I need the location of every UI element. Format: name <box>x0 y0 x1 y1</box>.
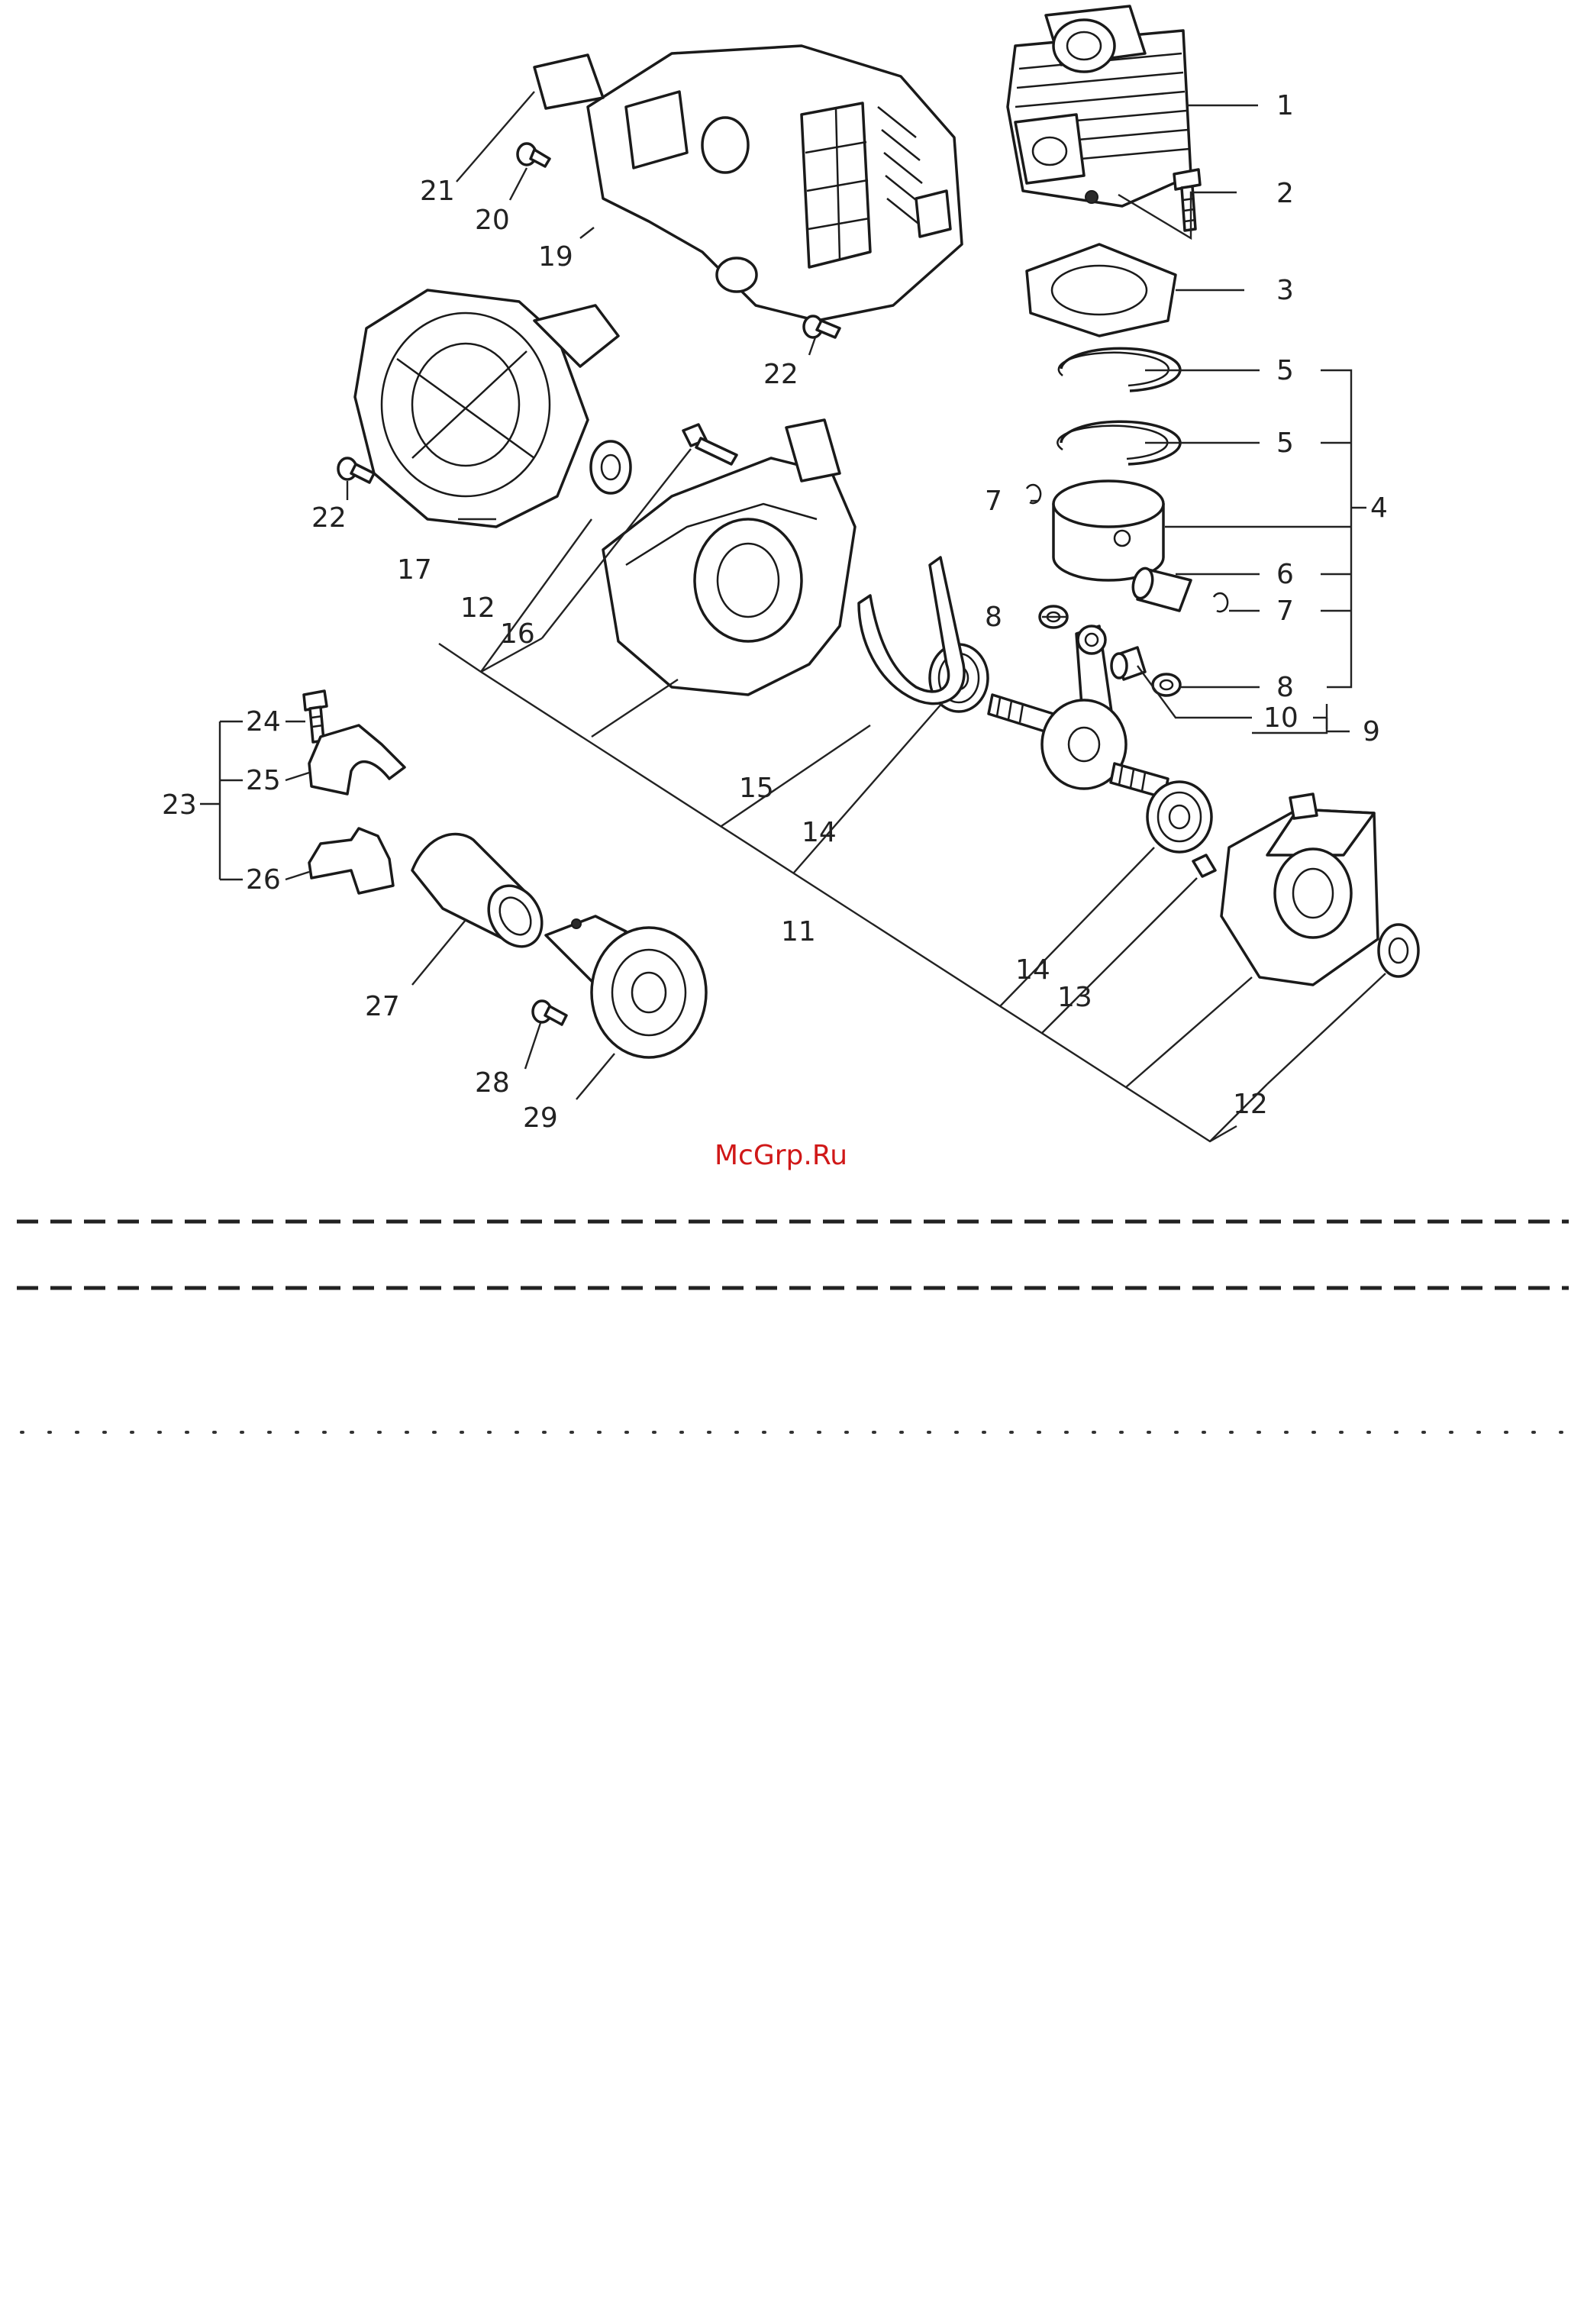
oil-seal-part <box>1379 925 1418 976</box>
callout-12-left: 12 <box>460 592 495 624</box>
dowel-pin-part <box>1193 855 1215 876</box>
crankcase-right-part <box>1221 794 1378 985</box>
callout-27: 27 <box>365 991 400 1022</box>
callout-8-left: 8 <box>985 602 1002 633</box>
callout-14-lower: 14 <box>1015 954 1050 986</box>
cylinder-gasket-part <box>1027 244 1176 336</box>
callout-23: 23 <box>162 789 197 821</box>
callout-6: 6 <box>1276 559 1294 590</box>
piston-rings-part <box>1057 348 1180 464</box>
piston-part <box>1053 481 1163 580</box>
callout-22-upper: 22 <box>763 359 798 390</box>
callout-5-lower: 5 <box>1276 428 1294 459</box>
crankcase-gasket-part <box>859 557 964 704</box>
main-bearing-part <box>1147 782 1211 852</box>
callout-16: 16 <box>500 618 535 650</box>
callout-13: 13 <box>1057 982 1092 1013</box>
engine-cover-part <box>588 46 962 321</box>
callout-8-right: 8 <box>1276 672 1294 703</box>
piston-pin-part <box>1130 566 1191 611</box>
oil-seal-part <box>591 441 631 493</box>
clamp-upper-part <box>309 725 405 794</box>
clutch-housing-part <box>546 916 706 1057</box>
callout-20: 20 <box>475 205 510 236</box>
fan-housing-part <box>355 290 618 527</box>
callout-7-right: 7 <box>1276 596 1294 627</box>
callout-1: 1 <box>1276 90 1294 121</box>
callout-15: 15 <box>739 773 774 804</box>
clamp-lower-part <box>309 828 393 893</box>
crankcase-bolt-part <box>683 424 737 464</box>
callout-22-lower: 22 <box>311 502 347 534</box>
callout-2: 2 <box>1276 178 1294 209</box>
callout-19: 19 <box>538 241 573 273</box>
callout-3: 3 <box>1276 275 1294 306</box>
housing-bolt-part <box>533 1001 566 1025</box>
callout-9: 9 <box>1363 716 1380 747</box>
callout-26: 26 <box>246 864 281 896</box>
cylinder-part <box>1008 6 1191 206</box>
callout-29: 29 <box>523 1102 558 1134</box>
clamp-bolt-part <box>304 691 327 742</box>
decal-part <box>534 55 603 108</box>
callout-24: 24 <box>246 706 281 738</box>
callout-14-upper: 14 <box>802 817 837 848</box>
callout-28: 28 <box>475 1067 510 1099</box>
callout-7-left: 7 <box>985 486 1002 517</box>
callout-25: 25 <box>246 765 281 796</box>
drive-sleeve-part <box>412 834 553 957</box>
callout-10: 10 <box>1263 702 1298 734</box>
screw-part <box>338 458 374 483</box>
cylinder-bolt-part <box>1174 169 1200 231</box>
crankshaft-part <box>989 626 1168 798</box>
callout-5-upper: 5 <box>1276 355 1294 386</box>
crank-pin-bearing-part <box>1111 647 1145 679</box>
callout-17: 17 <box>397 554 432 586</box>
callout-11: 11 <box>781 916 816 947</box>
cover-screw-part <box>518 144 550 166</box>
callout-4: 4 <box>1370 492 1388 524</box>
callout-21: 21 <box>420 176 455 207</box>
circlip-part <box>1214 593 1228 612</box>
callout-12-right: 12 <box>1233 1089 1268 1120</box>
watermark: McGrp.Ru <box>715 1140 847 1171</box>
